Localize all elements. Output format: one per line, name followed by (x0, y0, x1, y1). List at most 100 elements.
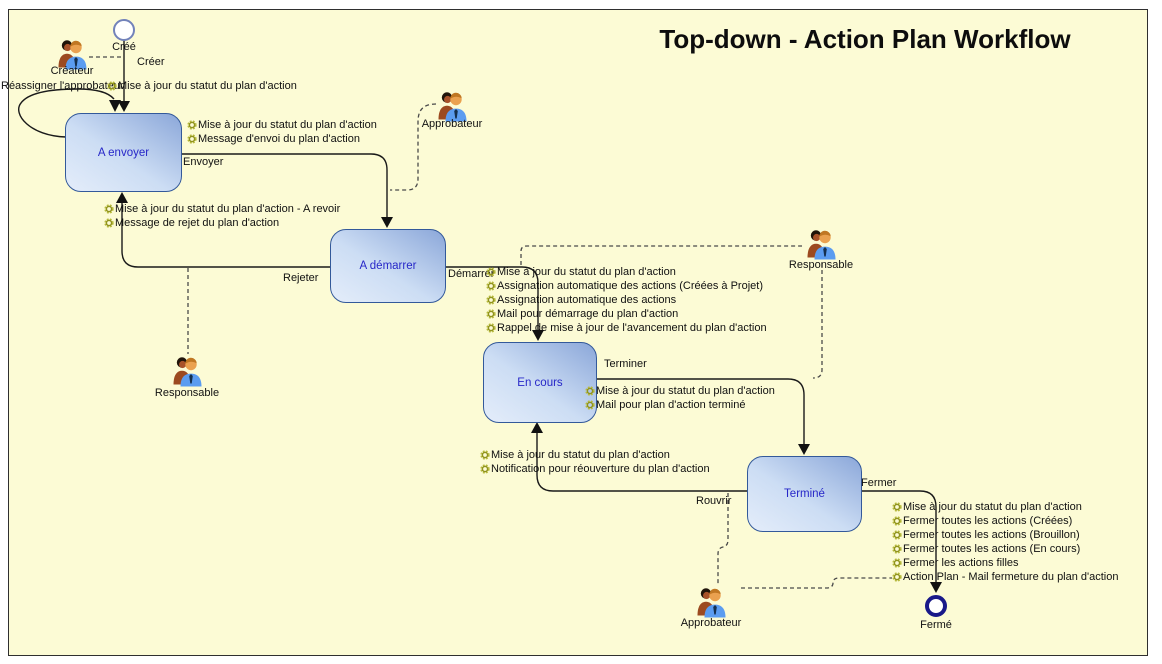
gear-icon (486, 323, 496, 333)
gear-icon (892, 502, 902, 512)
state-en-cours[interactable]: En cours (483, 342, 597, 423)
action-item: Mise à jour du statut du plan d'action (486, 265, 767, 279)
action-item: Message d'envoi du plan d'action (187, 132, 377, 146)
action-item: Mail pour plan d'action terminé (585, 398, 775, 412)
gear-icon (892, 530, 902, 540)
action-item: Mise à jour du statut du plan d'action (585, 384, 775, 398)
action-list-demarrer: Mise à jour du statut du plan d'action A… (486, 265, 767, 335)
action-label: Mise à jour du statut du plan d'action (903, 501, 1082, 513)
gear-icon (187, 120, 197, 130)
users-icon (804, 228, 838, 260)
action-label: Action Plan - Mail fermeture du plan d'a… (903, 571, 1119, 583)
action-item: Message de rejet du plan d'action (104, 216, 340, 230)
action-label: Mise à jour du statut du plan d'action (198, 119, 377, 131)
action-list-rejeter: Mise à jour du statut du plan d'action -… (104, 202, 340, 230)
actor-approbateur-bottom[interactable] (694, 586, 728, 618)
state-a-envoyer[interactable]: A envoyer (65, 113, 182, 192)
gear-icon (104, 204, 114, 214)
gear-icon (480, 464, 490, 474)
gear-icon (107, 81, 117, 91)
action-label: Mise à jour du statut du plan d'action -… (115, 203, 341, 215)
end-node[interactable] (925, 595, 947, 617)
action-item: Mise à jour du statut du plan d'action (107, 79, 297, 93)
action-label: Mise à jour du statut du plan d'action (596, 385, 775, 397)
state-label: A envoyer (97, 146, 150, 159)
action-label: Rappel de mise à jour de l'avancement du… (497, 322, 767, 334)
transition-label-rouvrir: Rouvrir (696, 495, 732, 507)
action-label: Assignation automatique des actions (Cré… (497, 280, 763, 292)
action-item: Fermer toutes les actions (Créées) (892, 514, 1119, 528)
action-item: Fermer les actions filles (892, 556, 1119, 570)
action-item: Fermer toutes les actions (En cours) (892, 542, 1119, 556)
gear-icon (486, 281, 496, 291)
action-item: Mail pour démarrage du plan d'action (486, 307, 767, 321)
action-item: Action Plan - Mail fermeture du plan d'a… (892, 570, 1119, 584)
action-item: Mise à jour du statut du plan d'action (892, 500, 1119, 514)
action-label: Fermer toutes les actions (Brouillon) (903, 529, 1080, 541)
gear-icon (486, 309, 496, 319)
start-node[interactable] (113, 19, 135, 41)
action-label: Mail pour plan d'action terminé (596, 399, 746, 411)
actor-responsable-left-label: Responsable (154, 387, 220, 399)
action-label: Mail pour démarrage du plan d'action (497, 308, 679, 320)
action-list-fermer: Mise à jour du statut du plan d'action F… (892, 500, 1119, 584)
actor-responsable-right[interactable] (804, 228, 838, 260)
actor-responsable-right-label: Responsable (788, 259, 854, 271)
users-icon (694, 586, 728, 618)
state-termine[interactable]: Terminé (747, 456, 862, 532)
start-node-label: Créé (112, 41, 136, 53)
transition-label-reassigner: Réassigner l'approbateur (1, 80, 124, 92)
action-list-terminer: Mise à jour du statut du plan d'action M… (585, 384, 775, 412)
action-list-rouvrir: Mise à jour du statut du plan d'action N… (480, 448, 710, 476)
action-label: Message d'envoi du plan d'action (198, 133, 360, 145)
diagram-title: Top-down - Action Plan Workflow (659, 24, 1071, 54)
action-label: Assignation automatique des actions (497, 294, 677, 306)
transition-label-envoyer: Envoyer (183, 156, 224, 168)
action-label: Message de rejet du plan d'action (115, 217, 280, 229)
transition-label-fermer: Fermer (861, 477, 897, 489)
gear-icon (480, 450, 490, 460)
gear-icon (585, 400, 595, 410)
transition-label-creer: Créer (137, 56, 165, 68)
action-label: Fermer les actions filles (903, 557, 1019, 569)
transition-label-demarrer: Démarrer (448, 268, 495, 280)
state-label: A démarrer (359, 260, 417, 272)
state-a-demarrer[interactable]: A démarrer (330, 229, 446, 303)
diagram-canvas (8, 9, 1148, 656)
action-label: Fermer toutes les actions (En cours) (903, 543, 1081, 555)
gear-icon (585, 386, 595, 396)
gear-icon (486, 295, 496, 305)
gear-icon (104, 218, 114, 228)
state-label: En cours (517, 376, 563, 389)
actor-approbateur-bottom-label: Approbateur (680, 617, 742, 629)
transition-label-terminer: Terminer (604, 358, 647, 370)
action-item: Assignation automatique des actions (Cré… (486, 279, 767, 293)
users-icon (170, 355, 204, 387)
gear-icon (892, 558, 902, 568)
gear-icon (892, 572, 902, 582)
transition-label-rejeter: Rejeter (283, 272, 319, 284)
actor-responsable-left[interactable] (170, 355, 204, 387)
action-label: Fermer toutes les actions (Créées) (903, 515, 1073, 527)
action-item: Assignation automatique des actions (486, 293, 767, 307)
action-label: Notification pour réouverture du plan d'… (491, 463, 710, 475)
actor-createur-label: Créateur (50, 65, 94, 77)
action-label: Mise à jour du statut du plan d'action (118, 80, 297, 92)
actor-approbateur-top-label: Approbateur (421, 118, 483, 130)
action-item: Mise à jour du statut du plan d'action (480, 448, 710, 462)
gear-icon (486, 267, 496, 277)
action-list-envoyer: Mise à jour du statut du plan d'action M… (187, 118, 377, 146)
action-item: Mise à jour du statut du plan d'action -… (104, 202, 340, 216)
action-item: Fermer toutes les actions (Brouillon) (892, 528, 1119, 542)
action-label: Mise à jour du statut du plan d'action (497, 266, 676, 278)
gear-icon (187, 134, 197, 144)
end-node-label: Fermé (920, 619, 952, 631)
action-list-creer: Mise à jour du statut du plan d'action (107, 79, 297, 93)
gear-icon (892, 516, 902, 526)
action-label: Mise à jour du statut du plan d'action (491, 449, 670, 461)
action-item: Rappel de mise à jour de l'avancement du… (486, 321, 767, 335)
gear-icon (892, 544, 902, 554)
action-item: Notification pour réouverture du plan d'… (480, 462, 710, 476)
state-label: Terminé (784, 488, 825, 500)
